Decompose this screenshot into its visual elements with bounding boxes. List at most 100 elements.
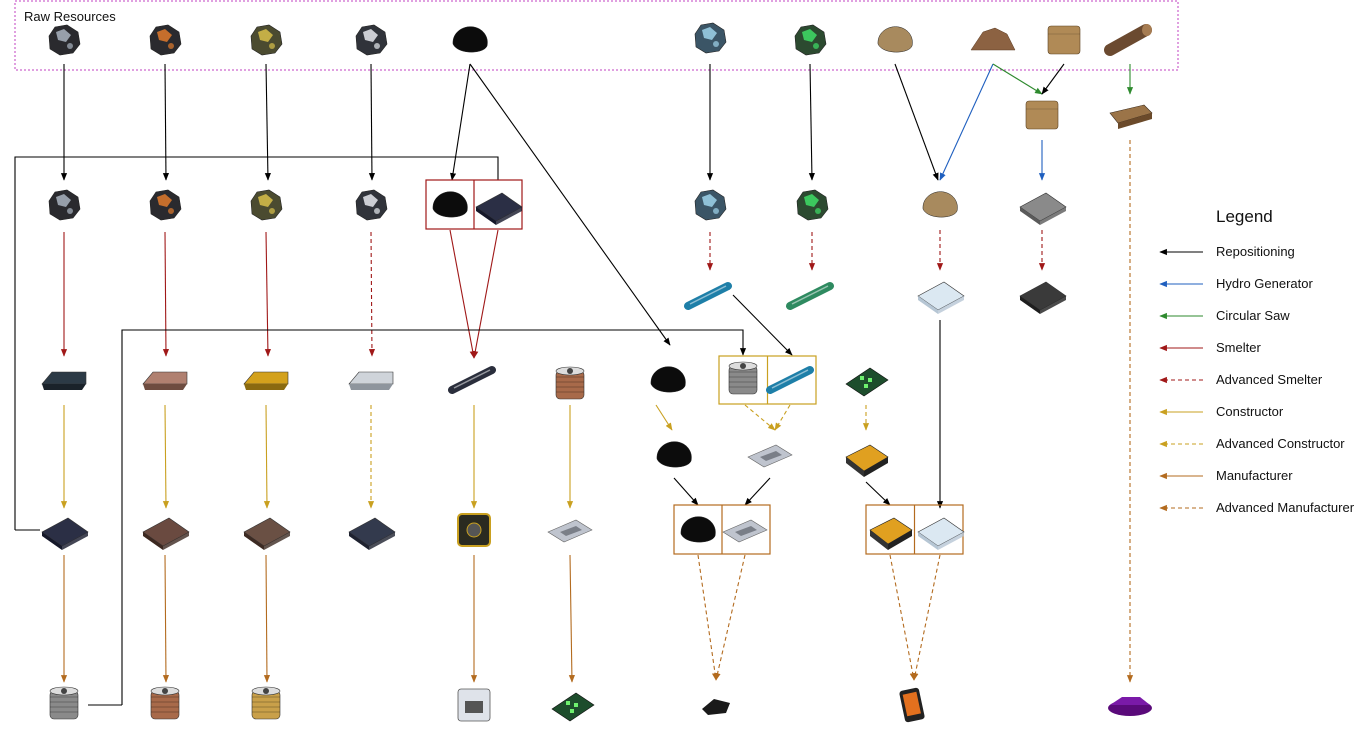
glass-icon xyxy=(918,518,964,550)
coal-icon xyxy=(657,442,691,467)
phone-icon xyxy=(899,687,925,722)
legend-label: Advanced Manufacturer xyxy=(1216,500,1355,515)
legend-title: Legend xyxy=(1216,207,1273,226)
coal-icon xyxy=(433,192,467,217)
flow-arrow xyxy=(733,295,792,355)
battery-icon xyxy=(846,445,888,477)
purple-gem-icon xyxy=(1108,697,1152,716)
gold-spool-icon xyxy=(252,687,280,719)
legend-label: Manufacturer xyxy=(1216,468,1293,483)
flow-arrow xyxy=(371,64,372,180)
flow-arrow xyxy=(895,64,938,180)
flow-arrow xyxy=(266,555,267,682)
coal-icon xyxy=(453,27,487,52)
frame-icon xyxy=(748,445,792,467)
flow-arrow xyxy=(474,230,498,358)
dark-plate-icon xyxy=(1020,282,1066,314)
legend-label: Smelter xyxy=(1216,340,1261,355)
flow-arrow xyxy=(745,478,770,505)
furnace-icon xyxy=(458,689,490,721)
legend-label: Constructor xyxy=(1216,404,1284,419)
concrete-icon xyxy=(1020,193,1066,225)
coal-icon xyxy=(681,517,715,542)
flow-arrow xyxy=(1042,64,1064,94)
flow-arrow xyxy=(745,405,775,430)
iron-ore-icon xyxy=(49,190,80,220)
flow-arrow xyxy=(450,230,474,358)
emerald-ore-icon xyxy=(795,25,826,55)
steel-tube-icon xyxy=(452,370,492,390)
battery-icon xyxy=(870,518,912,550)
cobalt-ore-icon xyxy=(695,190,726,220)
gold-ore-icon xyxy=(251,25,282,55)
iron-spool-icon xyxy=(729,362,757,394)
copper-plate-icon xyxy=(143,518,189,550)
legend-label: Advanced Smelter xyxy=(1216,372,1323,387)
flow-arrow xyxy=(165,555,166,682)
plank-icon xyxy=(1110,105,1152,129)
gold-ore-icon xyxy=(251,190,282,220)
gold-plate-icon xyxy=(244,518,290,550)
circuit-board-icon xyxy=(846,368,888,396)
emerald-tube-icon xyxy=(790,286,830,306)
copper-spool-icon xyxy=(556,367,584,399)
frame-icon xyxy=(723,520,767,542)
circuit-board-icon xyxy=(552,693,594,721)
motor-icon xyxy=(458,514,490,546)
resource-nodes xyxy=(42,23,1152,723)
flow-arrow xyxy=(570,555,572,682)
stone-icon xyxy=(923,192,957,217)
copper-ore-icon xyxy=(150,25,181,55)
legend-label: Advanced Constructor xyxy=(1216,436,1345,451)
legend-label: Hydro Generator xyxy=(1216,276,1313,291)
flow-arrow xyxy=(993,64,1042,94)
flow-arrow xyxy=(165,232,166,356)
silver-ore-icon xyxy=(356,25,387,55)
glass-icon xyxy=(918,282,964,314)
flow-arrow xyxy=(266,64,268,180)
iron-ore-icon xyxy=(49,25,80,55)
flow-arrow xyxy=(165,405,166,508)
black-bag-icon xyxy=(702,699,730,715)
iron-spool-icon xyxy=(50,687,78,719)
cobalt-tube-icon xyxy=(770,370,810,390)
flow-arrow xyxy=(674,478,698,505)
block-icon xyxy=(1026,101,1058,129)
flow-arrow xyxy=(940,64,993,180)
carbon-plate-icon xyxy=(42,518,88,550)
flow-arrow xyxy=(371,232,372,356)
flow-arrow xyxy=(716,555,745,680)
log-icon xyxy=(1110,24,1152,50)
copper-ingot-icon xyxy=(143,372,187,390)
cobalt-ore-icon xyxy=(695,23,726,53)
legend-label: Circular Saw xyxy=(1216,308,1290,323)
cobalt-tube-icon xyxy=(688,286,728,306)
silver-ingot-icon xyxy=(349,372,393,390)
copper-spool-icon xyxy=(151,687,179,719)
flow-arrow xyxy=(914,555,940,680)
flow-arrow xyxy=(890,555,914,680)
flow-arrow xyxy=(452,64,470,180)
flow-arrow xyxy=(122,330,743,705)
flow-arrow xyxy=(810,64,812,180)
coal-icon xyxy=(651,367,685,392)
flow-arrow xyxy=(266,405,267,508)
iron-ingot-icon xyxy=(42,372,86,390)
emerald-ore-icon xyxy=(797,190,828,220)
flow-arrow xyxy=(775,405,790,430)
block-icon xyxy=(1048,26,1080,54)
legend-label: Repositioning xyxy=(1216,244,1295,259)
dirt-icon xyxy=(971,28,1015,50)
stone-icon xyxy=(878,27,912,52)
frame-icon xyxy=(548,520,592,542)
flow-arrow xyxy=(866,482,890,505)
silver-ore-icon xyxy=(356,190,387,220)
silver-plate-icon xyxy=(349,518,395,550)
gold-ingot-icon xyxy=(244,372,288,390)
flow-arrow xyxy=(656,405,672,430)
flow-arrow xyxy=(165,64,166,180)
raw-resources-title: Raw Resources xyxy=(24,9,116,24)
flow-arrow xyxy=(266,232,268,356)
